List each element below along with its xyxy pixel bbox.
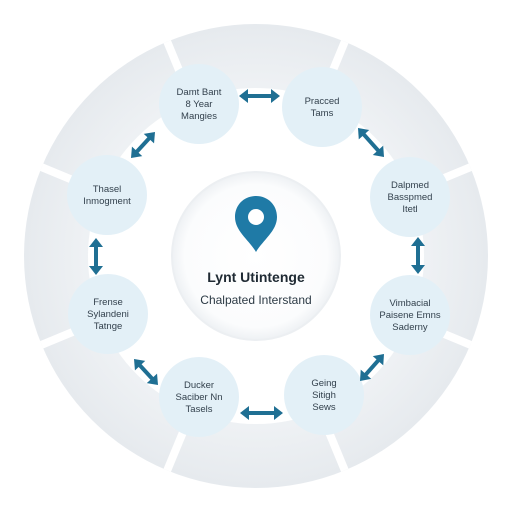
node-label-line: Thasel: [93, 184, 122, 195]
node-circle: [159, 357, 239, 437]
node-label-line: Pracced: [305, 96, 340, 107]
node-label-line: Sews: [312, 402, 335, 413]
node-label-line: Vimbacial: [389, 298, 430, 309]
node-circle: [370, 157, 450, 237]
node-circle: [67, 155, 147, 235]
double-arrow-icon: [360, 354, 384, 381]
map-pin-icon: [235, 196, 277, 252]
node-circle: [282, 67, 362, 147]
node-label-line: Frense: [93, 297, 123, 308]
node-label-line: Tasels: [186, 404, 213, 415]
double-arrow-icon: [131, 132, 155, 158]
node-circle: [370, 275, 450, 355]
node-label-line: Sitigh: [312, 390, 336, 401]
node-label-line: Paisene Emns: [379, 310, 441, 321]
center-title: Lynt Utintenge: [207, 269, 305, 285]
node-label-line: Itetl: [402, 204, 417, 215]
node-label-line: Tatnge: [94, 321, 123, 332]
node-label-line: Saciber Nn: [176, 392, 223, 403]
node-label-line: Saderny: [392, 322, 428, 333]
center-subtitle: Chalpated Interstand: [200, 293, 311, 307]
node-label-line: Dalpmed: [391, 180, 429, 191]
double-arrow-icon: [89, 238, 103, 275]
node-label-line: Geing: [311, 378, 336, 389]
node-label-line: Damt Bant: [177, 87, 222, 98]
double-arrow-icon: [358, 128, 384, 157]
double-arrow-icon: [411, 237, 425, 274]
node-label-line: Ducker: [184, 380, 214, 391]
arrows-layer: [89, 89, 425, 420]
double-arrow-icon: [239, 89, 280, 103]
node-label-line: Basspmed: [388, 192, 433, 203]
node-label-line: 8 Year: [186, 99, 213, 110]
node-label-line: Mangies: [181, 111, 217, 122]
double-arrow-icon: [240, 406, 283, 420]
node-label-line: Inmogment: [83, 196, 131, 207]
node-label-line: Sylandeni: [87, 309, 129, 320]
center-disc: [171, 171, 341, 341]
double-arrow-icon: [134, 359, 158, 385]
node-label-line: Tams: [311, 108, 334, 119]
node-circle: [159, 64, 239, 144]
node-circle: [68, 274, 148, 354]
node-circle: [284, 355, 364, 435]
